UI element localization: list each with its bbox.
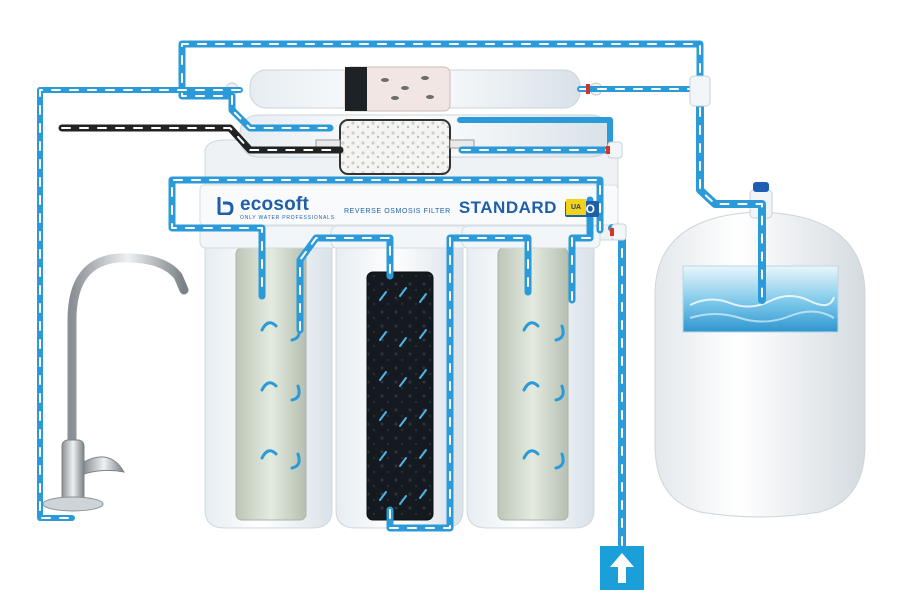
inlet-line <box>608 224 626 549</box>
product-label: REVERSE OSMOSIS FILTER STANDARD PRO <box>344 198 599 218</box>
faucet <box>42 253 189 512</box>
product-model: STANDARD <box>458 198 557 217</box>
ecosoft-drop-logo-icon <box>217 197 234 215</box>
brand-tagline: ONLY WATER PROFESSIONALS <box>240 215 335 221</box>
flow-arrows <box>260 321 565 470</box>
product-description: REVERSE OSMOSIS FILTER <box>344 208 451 215</box>
arrow-up-icon <box>610 553 634 583</box>
drain-line <box>58 124 344 154</box>
membrane-to-post-filter <box>457 117 613 153</box>
tee-fitting <box>586 75 711 241</box>
brand-name: ecosoft <box>240 194 309 215</box>
carbon-block-filter-housing <box>335 239 464 529</box>
country-badge: UA <box>566 199 586 215</box>
post-carbon-filter <box>225 66 603 112</box>
brand-logo: ecosoft <box>216 194 309 216</box>
water-inlet-indicator <box>600 546 644 590</box>
filter-frame <box>199 139 619 241</box>
